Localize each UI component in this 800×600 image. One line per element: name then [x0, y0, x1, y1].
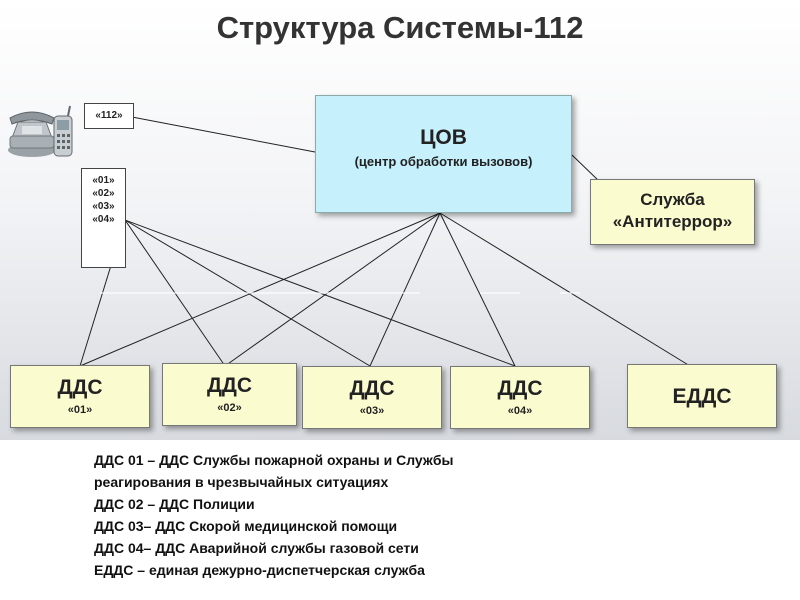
phone-112-box: «112» [84, 103, 134, 129]
dds-03-title: ДДС [349, 377, 395, 400]
line-cov-to-antiterror [571, 154, 601, 183]
antiterror-line1: Служба [640, 190, 705, 209]
connection-lines [79, 116, 691, 367]
cov-title: ЦОВ [420, 126, 467, 149]
line-cov-to-dds01 [79, 212, 441, 367]
edds-title: ЕДДС [672, 385, 732, 408]
phone-112-label: «112» [95, 110, 123, 121]
line-cov-to-edds [439, 212, 691, 367]
telephone-icon [8, 105, 73, 157]
line-cov-to-dds02 [224, 212, 441, 367]
code-01: «01» [92, 175, 115, 186]
legend-line-5: ДДС 04– ДДС Аварийной службы газовой сет… [94, 540, 419, 556]
dds-04-title: ДДС [497, 377, 543, 400]
code-02: «02» [92, 188, 115, 199]
dds-02-code: «02» [217, 402, 242, 414]
cov-subtitle: (центр обработки вызовов) [354, 154, 533, 169]
code-04: «04» [92, 214, 115, 225]
dds-04-code: «04» [507, 405, 533, 417]
dds-04-box: ДДС «04» [450, 366, 590, 429]
antiterror-box: Служба «Антитеррор» [590, 179, 755, 245]
line-cov-to-dds03 [369, 212, 441, 367]
dds-01-title: ДДС [57, 376, 103, 399]
legend-line-1: ДДС 01 – ДДС Службы пожарной охраны и Сл… [94, 452, 454, 468]
dds-02-box: ДДС «02» [162, 363, 297, 426]
line-112-to-cov [131, 116, 316, 153]
legend: ДДС 01 – ДДС Службы пожарной охраны и Сл… [94, 449, 453, 581]
code-03: «03» [92, 201, 115, 212]
legend-line-4: ДДС 03– ДДС Скорой медицинской помощи [94, 518, 398, 534]
legend-line-6: ЕДДС – единая дежурно-диспетчерская служ… [94, 562, 425, 578]
line-cov-to-dds04 [439, 212, 516, 367]
dds-02-title: ДДС [206, 374, 253, 397]
antiterror-line2: «Антитеррор» [612, 212, 733, 231]
dds-03-box: ДДС «03» [302, 366, 442, 429]
cov-box: ЦОВ (центр обработки вызовов) [315, 95, 572, 213]
dds-01-box: ДДС «01» [10, 365, 150, 428]
legend-line-2: реагирования в чрезвычайных ситуациях [94, 474, 389, 490]
dds-01-code: «01» [67, 404, 93, 416]
edds-box: ЕДДС [627, 364, 777, 428]
service-codes-box: «01» «02» «03» «04» [81, 168, 126, 268]
legend-line-3: ДДС 02 – ДДС Полиции [94, 496, 255, 512]
page-title: Структура Системы-112 [216, 10, 584, 45]
dds-03-code: «03» [359, 405, 385, 417]
